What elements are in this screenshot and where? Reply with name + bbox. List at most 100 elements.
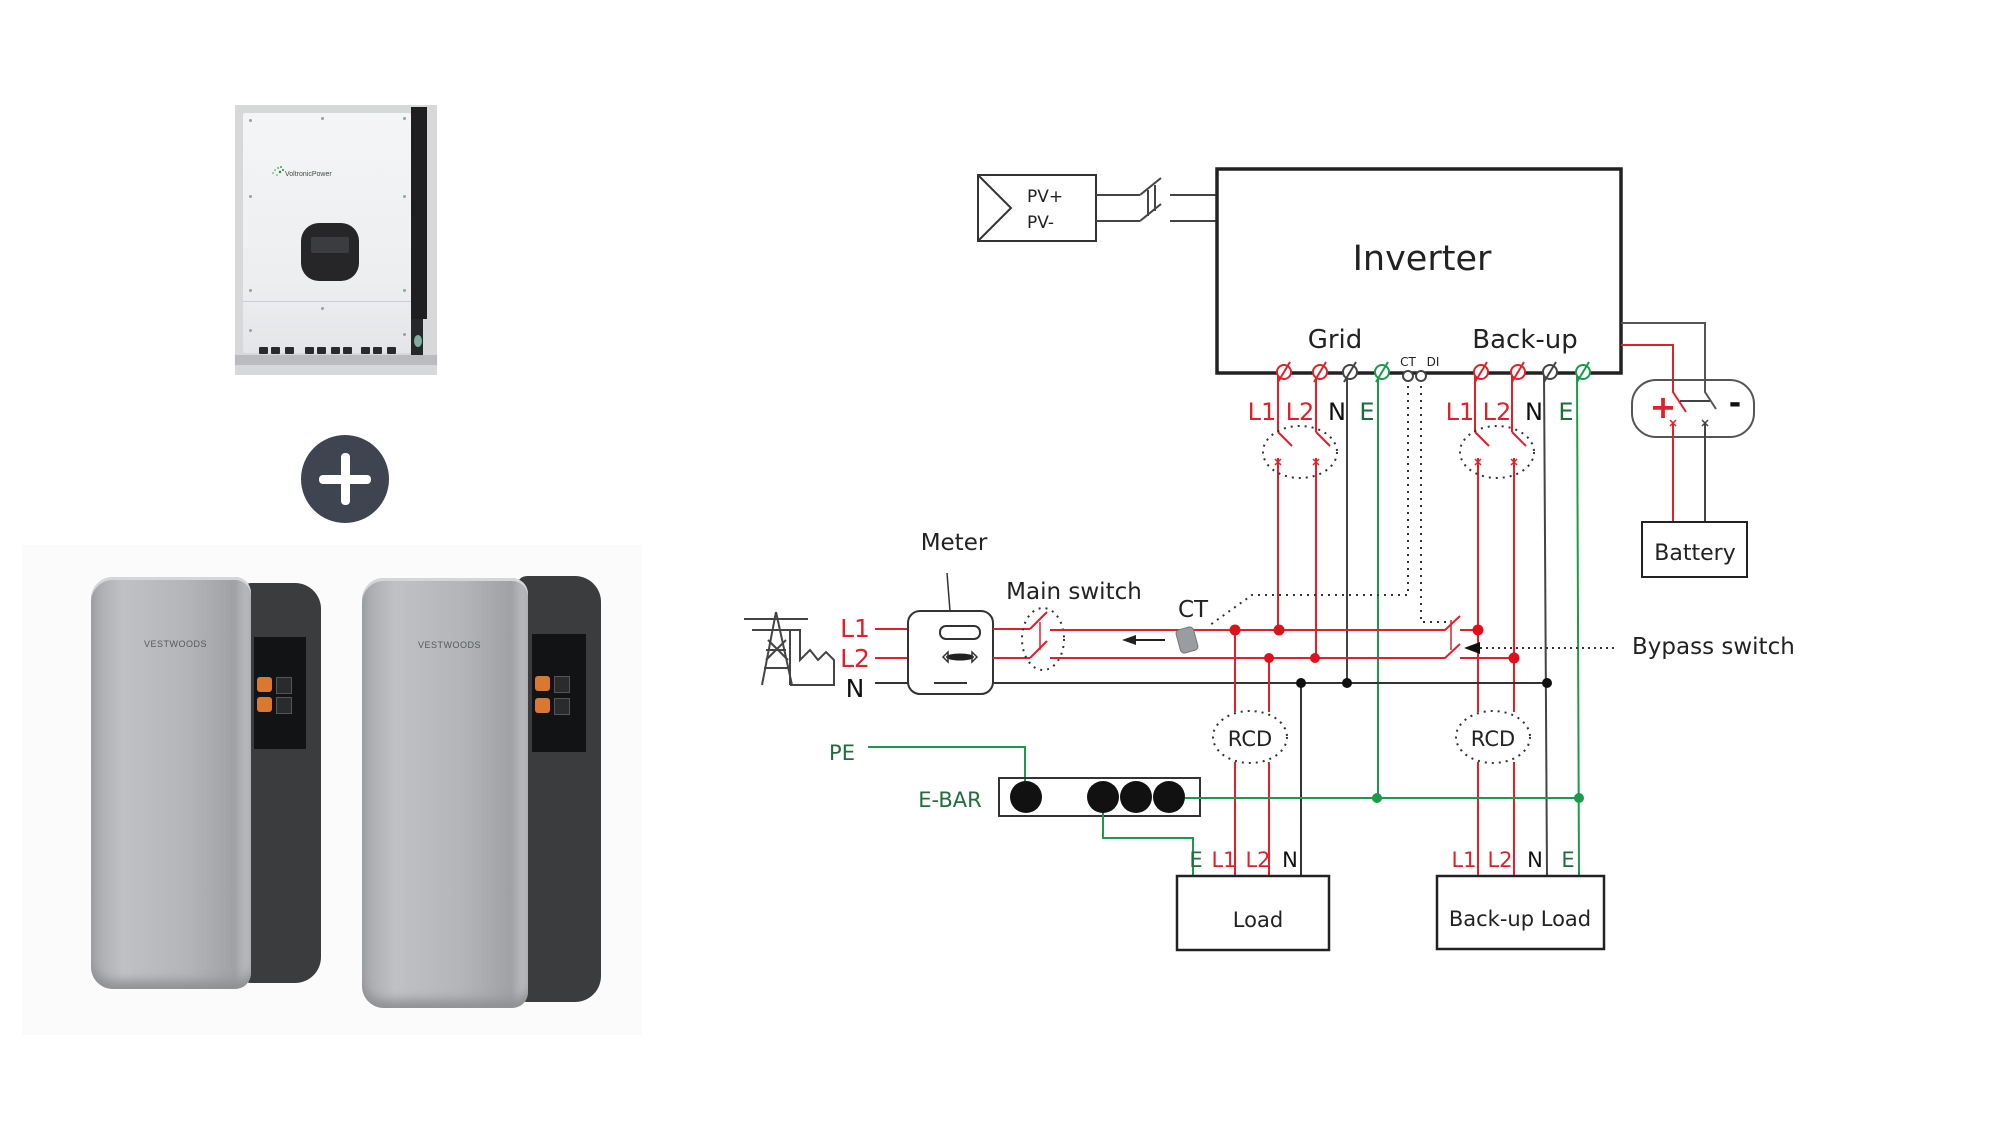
pv-array (977, 174, 1217, 242)
cable-gland (387, 347, 396, 354)
main-switch (1021, 607, 1065, 671)
ct-port-label: CT (1400, 355, 1416, 369)
battery-box (1641, 521, 1748, 578)
cable-gland (361, 347, 370, 354)
inverter-display (301, 223, 359, 281)
backup-terminal-l2: L2 (1483, 398, 1512, 426)
backup-terminal-n: N (1525, 398, 1543, 426)
pe-label: PE (829, 741, 855, 765)
di-port-label: DI (1427, 355, 1440, 369)
inverter-base-shadow (235, 355, 437, 365)
ebar-label: E-BAR (918, 788, 981, 812)
cable-gland (373, 347, 382, 354)
power-terminal (257, 677, 272, 692)
cable-gland (331, 347, 340, 354)
screw (249, 119, 252, 122)
battery-brand-text: VESTWOODS (144, 639, 208, 649)
grid-line-l2: L2 (840, 644, 870, 673)
inverter-mount-bracket (411, 107, 427, 319)
cable-gland (343, 347, 352, 354)
battery-negative-wire (1621, 322, 1717, 410)
screw (403, 195, 406, 198)
screw (321, 117, 324, 120)
battery-front-cover (362, 578, 528, 1008)
rcd-backup (1455, 710, 1531, 764)
battery-label: Battery (1654, 541, 1735, 566)
load-box (1175, 874, 1331, 952)
screw (403, 289, 406, 292)
backup-port-label: Back-up (1472, 325, 1578, 355)
backup-load-terminal-e: E (1561, 848, 1574, 872)
battery-brand-text: VESTWOODS (418, 640, 482, 650)
junctions (1229, 624, 1584, 803)
ebar-terminal (1120, 781, 1152, 813)
battery-connector-panel (532, 634, 586, 752)
grid-breaker (1262, 425, 1338, 479)
cable-gland (271, 347, 280, 354)
plus-icon (301, 435, 389, 523)
load-terminal-n: N (1282, 848, 1298, 872)
backup-breaker (1459, 425, 1535, 479)
panel-divider (243, 301, 411, 302)
comm-port (554, 698, 570, 715)
backup-load-label: Back-up Load (1449, 907, 1591, 931)
rcd-backup-label: RCD (1471, 727, 1515, 751)
battery-positive-wire (1621, 344, 1687, 413)
utility-grid-icon (744, 611, 835, 686)
battery-front-cover (91, 577, 251, 989)
battery-plus-label: + (1650, 388, 1677, 426)
comm-port (554, 676, 570, 693)
inverter-title: Inverter (1353, 239, 1492, 279)
screw (249, 329, 252, 332)
grid-terminal-l2: L2 (1286, 398, 1315, 426)
screw (403, 117, 406, 120)
grid-line-l1: L1 (840, 614, 870, 643)
l2-bus (1050, 643, 1461, 659)
battery-breaker (1631, 379, 1755, 438)
backup-terminal-e: E (1558, 398, 1573, 426)
pe-wire (868, 746, 1026, 797)
grid-line-n: N (846, 674, 865, 703)
inverter-terminals (1276, 361, 1591, 383)
screw (249, 195, 252, 198)
backup-terminal-l1: L1 (1446, 398, 1475, 426)
inverter-switch-knob (414, 335, 422, 347)
grid-terminal-e: E (1359, 398, 1374, 426)
l1-bus (1050, 615, 1461, 631)
power-terminal (535, 676, 550, 691)
pv-plus-label: PV+ (1027, 187, 1063, 207)
ebar-terminal (1153, 781, 1185, 813)
screw (249, 289, 252, 292)
battery-unit: VESTWOODS (91, 577, 321, 989)
comm-port (276, 677, 292, 694)
meter-box (907, 610, 994, 695)
battery-unit: VESTWOODS (362, 570, 602, 1010)
load-terminal-l1: L1 (1211, 848, 1236, 872)
cable-gland (317, 347, 326, 354)
ebar-terminal (1010, 781, 1042, 813)
grid-terminal-l1: L1 (1248, 398, 1277, 426)
power-terminal (257, 697, 272, 712)
meter-label: Meter (921, 530, 988, 556)
power-terminal (535, 698, 550, 713)
ct-clamp-icon (1175, 626, 1199, 654)
inverter-front-panel: VoltronicPower (243, 113, 411, 353)
battery-minus-label: - (1729, 386, 1741, 421)
pv-minus-label: PV- (1027, 213, 1054, 233)
grid-port-label: Grid (1308, 325, 1363, 355)
brand-logo-icon (272, 166, 285, 176)
bypass-switch-label: Bypass switch (1632, 634, 1795, 660)
backup-load-box (1435, 874, 1606, 951)
backup-load-terminal-l2: L2 (1487, 848, 1512, 872)
backup-load-terminal-n: N (1527, 848, 1543, 872)
load-terminal-l2: L2 (1245, 848, 1270, 872)
ct-signal-wire (1209, 372, 1409, 626)
screw (403, 333, 406, 336)
rcd-load (1212, 710, 1288, 764)
screw (321, 307, 324, 310)
comm-port (276, 697, 292, 714)
battery-connector-panel (254, 637, 306, 749)
cable-gland (259, 347, 268, 354)
battery-product-image: VESTWOODS VESTWOODS (22, 545, 642, 1035)
